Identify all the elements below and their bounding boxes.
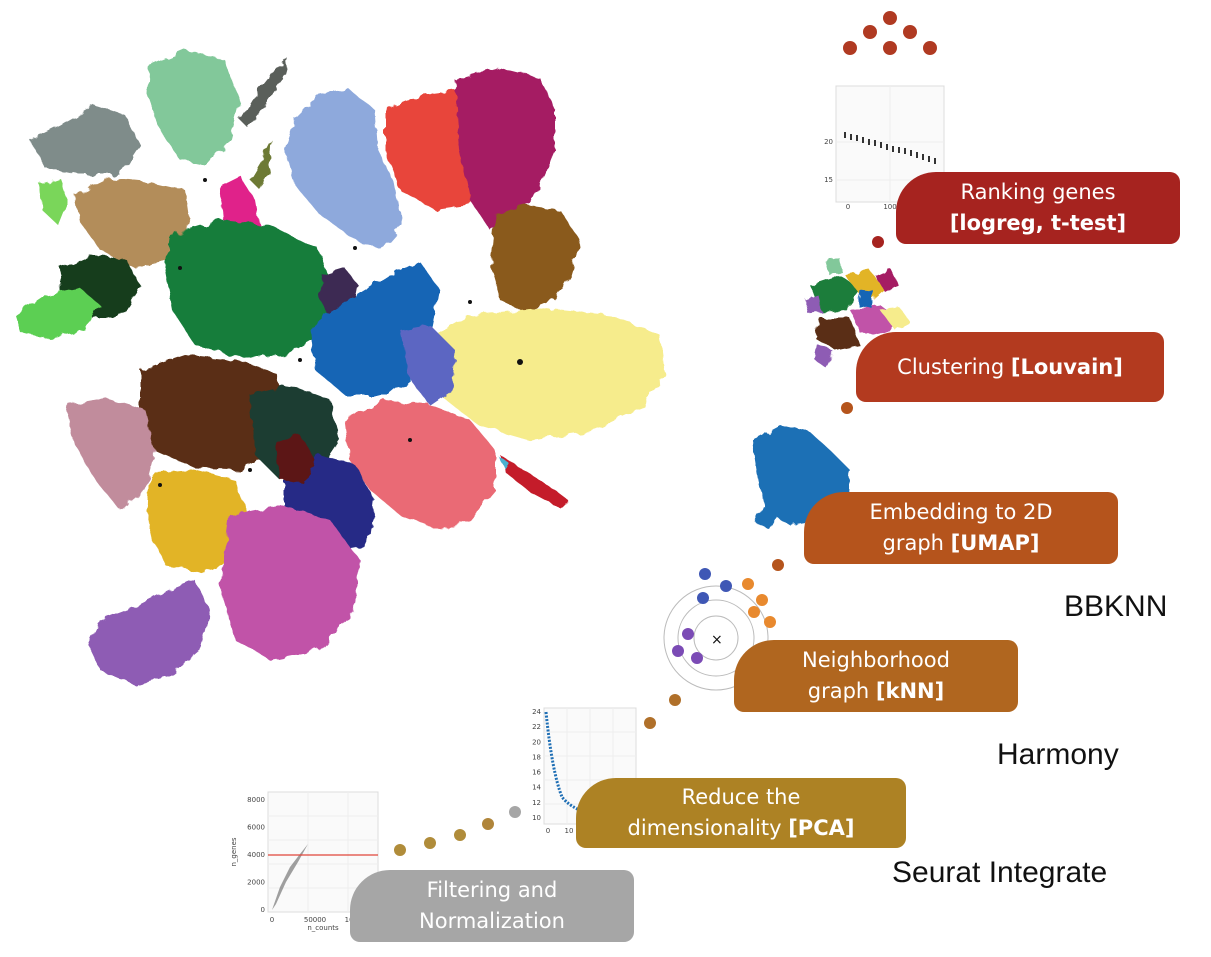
cluster-brown	[490, 205, 580, 312]
cluster-green	[15, 288, 100, 338]
pca-y-tick: 24	[532, 708, 541, 716]
pca-y-tick: 22	[532, 723, 541, 731]
step-umap-method: [UMAP]	[950, 531, 1040, 555]
pca-y-tick: 16	[532, 769, 541, 777]
step-umap-banner: Embedding to 2D graph [UMAP]	[804, 492, 1118, 564]
step-ranking-method: [logreg, t-test]	[949, 211, 1127, 235]
qc-x-tick: 0	[270, 916, 274, 924]
rank-y-tick: 20	[824, 138, 833, 146]
cluster-darkred	[275, 435, 315, 485]
pca-x-tick: 0	[546, 827, 550, 835]
rank-y-tick: 15	[824, 176, 833, 184]
pca-x-tick: 10	[565, 827, 574, 835]
svg-text:×: ×	[711, 632, 723, 648]
top-dots	[843, 11, 937, 55]
knn-diagram: ×	[663, 568, 776, 691]
step-umap-line2: graph	[882, 531, 951, 555]
pca-y-tick: 18	[532, 753, 541, 761]
cluster-periwinkle	[285, 90, 402, 250]
cluster-lime	[40, 178, 68, 225]
rank-x-tick: 100	[883, 203, 896, 210]
step-ranking-line1: Ranking genes	[960, 180, 1116, 204]
step-filtering-line2: Normalization	[419, 909, 565, 933]
step-filtering-line1: Filtering and	[426, 878, 558, 902]
pca-y-tick: 10	[532, 814, 541, 822]
step-pca-method: [PCA]	[788, 816, 855, 840]
cluster-mint	[148, 50, 240, 165]
cluster-magenta	[455, 68, 555, 230]
cluster-rust	[500, 455, 568, 508]
cluster-slateblue	[400, 325, 455, 405]
pca-y-tick: 20	[532, 738, 541, 746]
qc-y-tick: 6000	[247, 824, 265, 832]
step-umap-line1: Embedding to 2D	[869, 500, 1053, 524]
step-pca-line2: dimensionality	[627, 816, 789, 840]
step-pca-banner: Reduce the dimensionality [PCA]	[576, 778, 906, 848]
qc-x-tick: 50000	[304, 916, 326, 924]
clustering-thumbnail	[805, 258, 910, 368]
cluster-olive	[250, 140, 272, 188]
pca-y-tick: 14	[532, 784, 541, 792]
step-ranking-banner: Ranking genes [logreg, t-test]	[896, 172, 1180, 244]
cluster-orchid	[220, 505, 360, 660]
cluster-darkgrey-strand	[240, 58, 288, 128]
qc-xlabel: n_counts	[307, 924, 339, 932]
step-pca-line1: Reduce the	[681, 785, 801, 809]
tool-label-bbknn: BBKNN	[1064, 590, 1168, 623]
step-louvain-line1: Clustering	[897, 354, 1011, 379]
step-knn-banner: Neighborhood graph [kNN]	[734, 640, 1018, 712]
step-knn-line1: Neighborhood	[802, 648, 950, 672]
pca-y-tick: 12	[532, 799, 541, 807]
step-knn-line2: graph	[807, 679, 876, 703]
cluster-yellow	[425, 308, 665, 440]
scattered-dots	[158, 178, 523, 487]
tool-label-seurat: Seurat Integrate	[892, 856, 1108, 889]
rank-x-tick: 0	[846, 203, 850, 210]
path-dots	[394, 236, 884, 856]
step-knn-method: [kNN]	[875, 679, 945, 703]
qc-y-tick: 8000	[247, 796, 265, 804]
cluster-chocolate	[140, 355, 290, 470]
cluster-red	[385, 90, 482, 210]
cluster-goldenrod	[148, 470, 250, 572]
step-louvain-method: [Louvain]	[1010, 354, 1123, 379]
step-louvain-banner: Clustering [Louvain]	[856, 332, 1164, 402]
cluster-cyan-speck	[498, 456, 508, 468]
cluster-lavender	[88, 580, 210, 685]
qc-y-tick: 0	[261, 906, 265, 914]
qc-ylabel: n_genes	[230, 837, 238, 866]
cluster-forest	[165, 220, 335, 358]
qc-y-tick: 2000	[247, 879, 265, 887]
qc-y-tick: 4000	[247, 851, 265, 859]
cluster-tan	[75, 178, 190, 268]
step-filtering-banner: Filtering and Normalization	[350, 870, 634, 942]
cluster-mauve	[65, 398, 155, 510]
cluster-grey	[30, 105, 140, 175]
cluster-salmon	[345, 400, 495, 530]
tool-label-harmony: Harmony	[997, 738, 1119, 771]
